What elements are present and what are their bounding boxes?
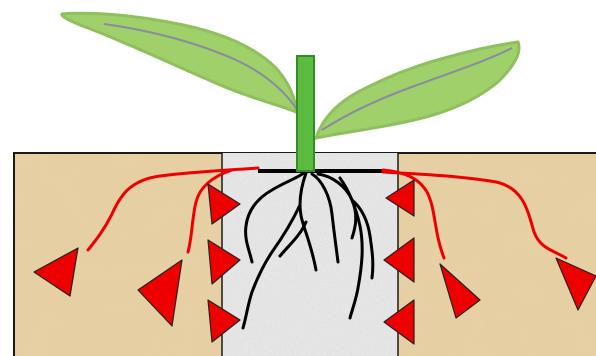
left-leaf bbox=[62, 13, 296, 112]
seedling bbox=[62, 13, 519, 171]
right-leaf bbox=[316, 42, 519, 138]
stem bbox=[297, 56, 314, 171]
